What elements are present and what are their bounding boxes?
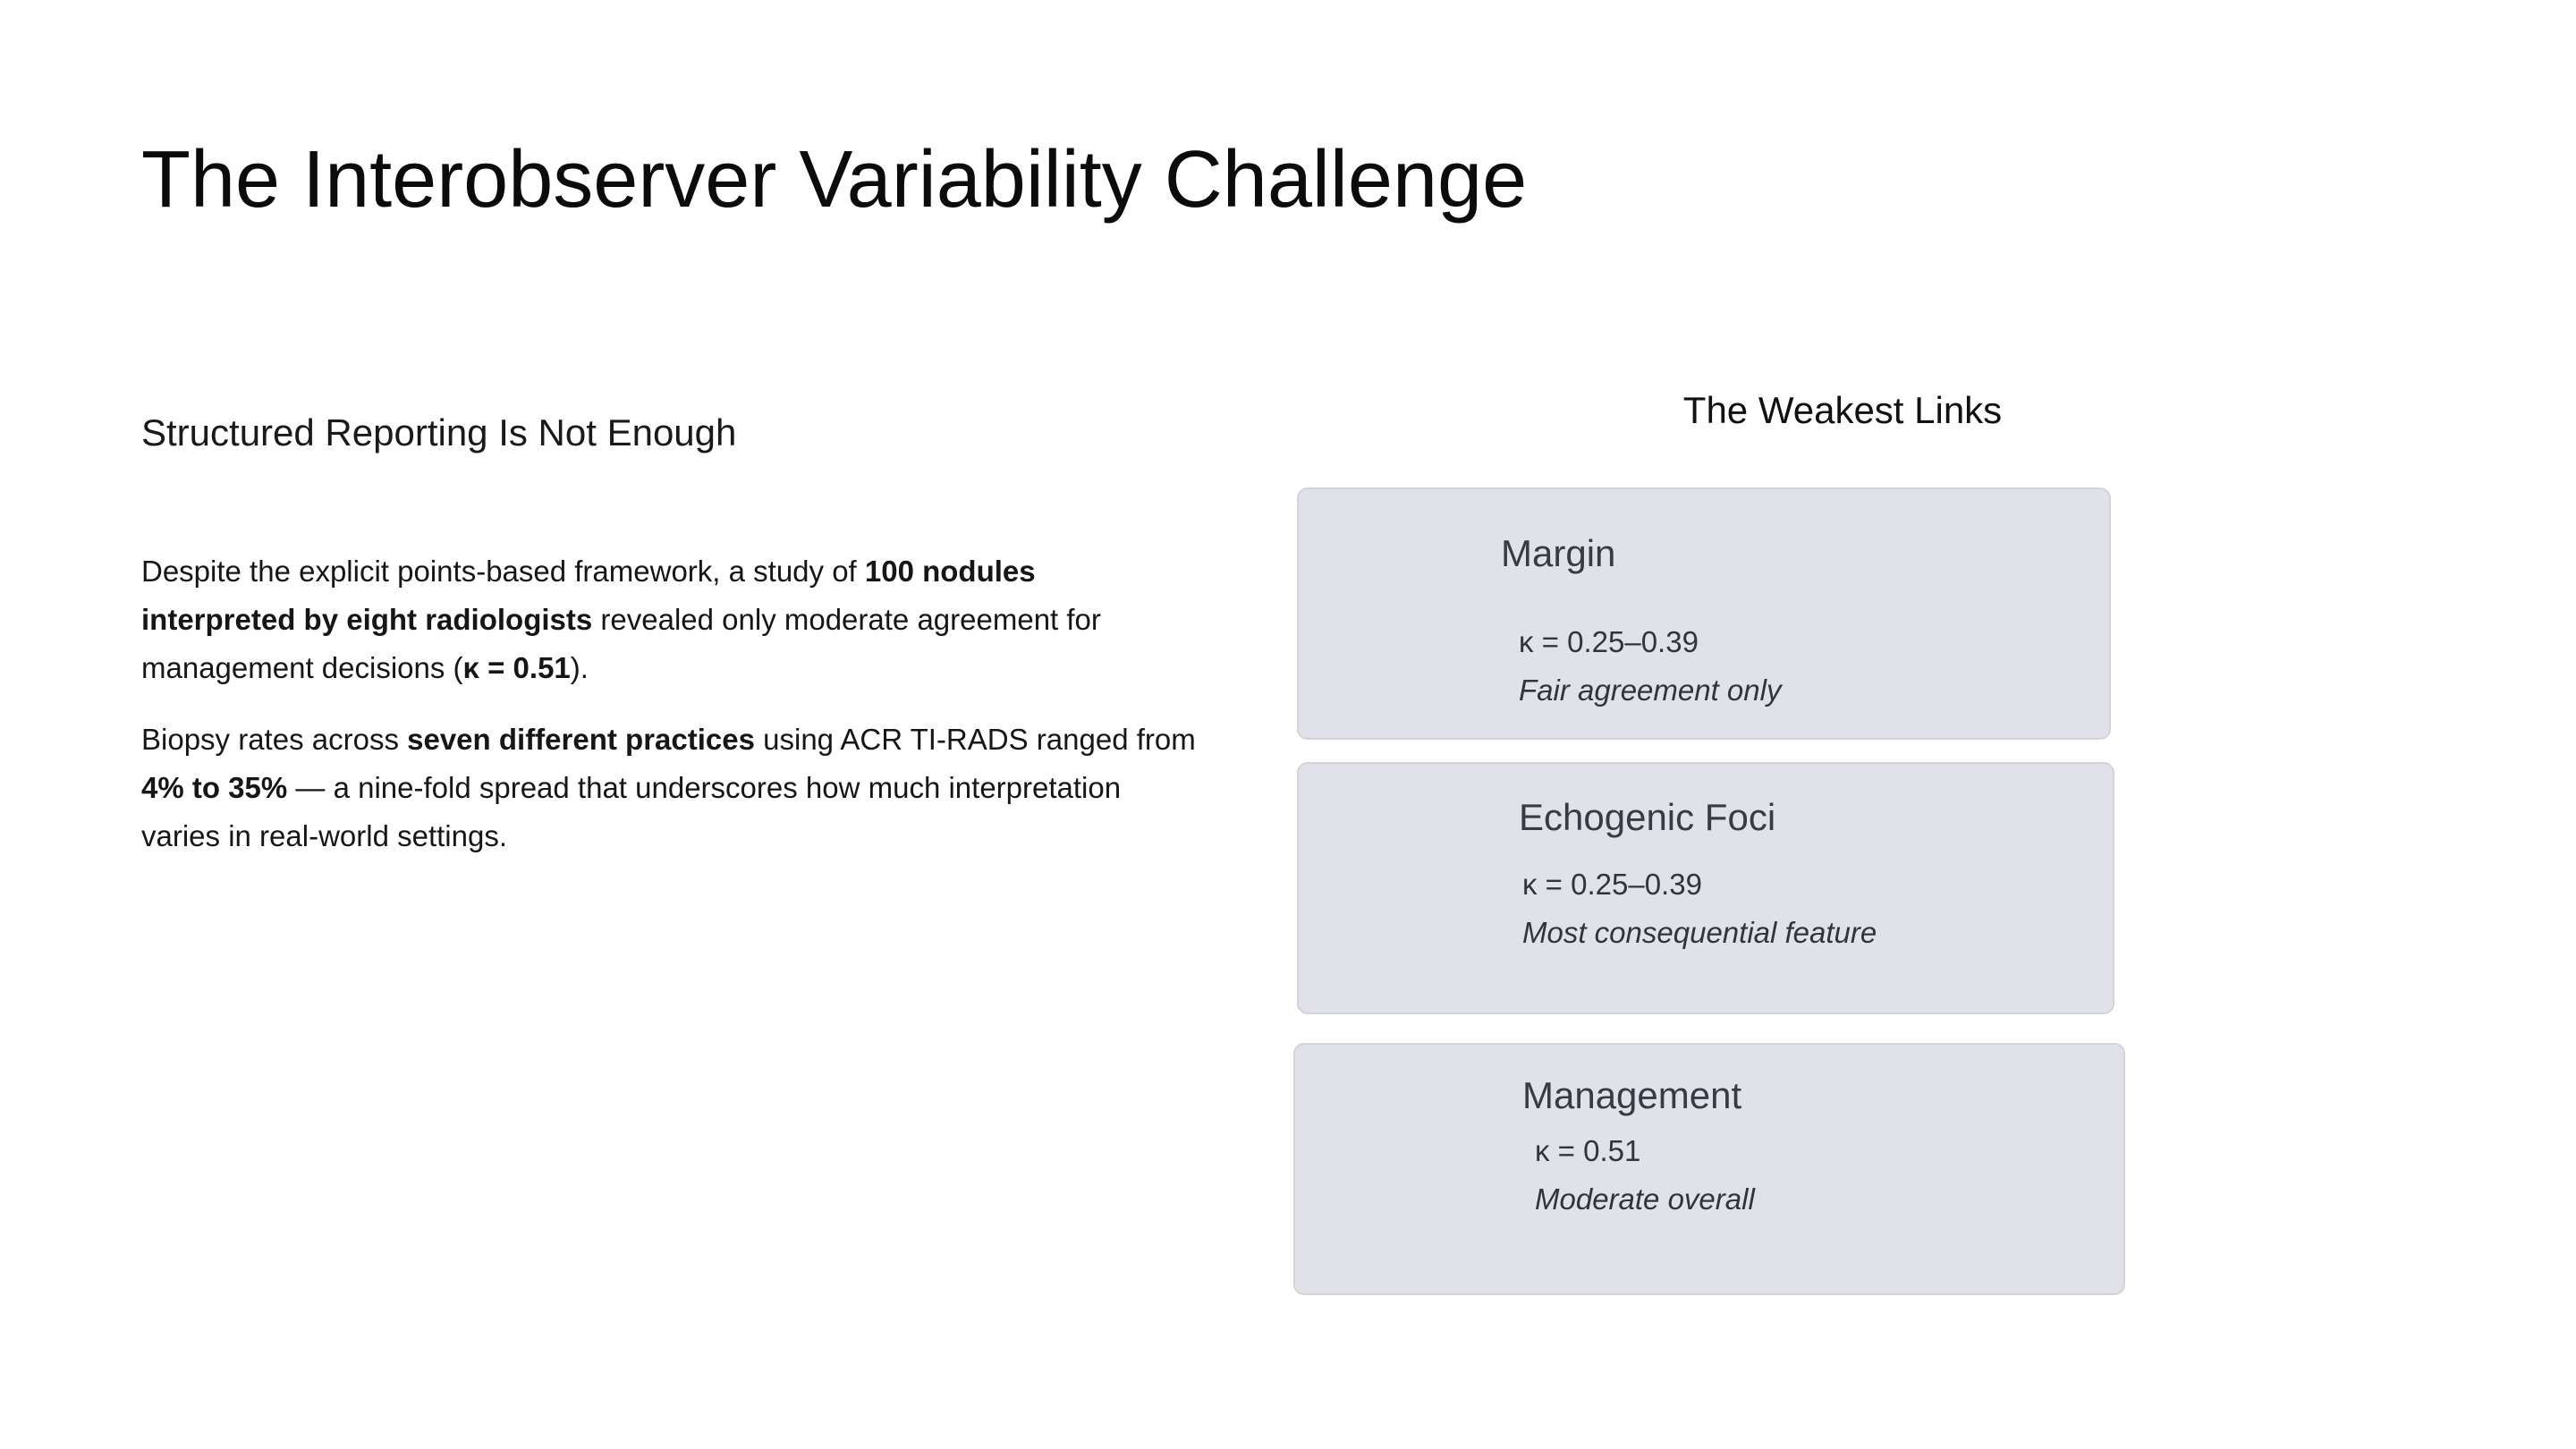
card-kappa: κ = 0.51 <box>1535 1134 1641 1167</box>
card-note: Moderate overall <box>1535 1182 1755 1216</box>
emphasis-kappa: κ = 0.51 <box>462 651 571 684</box>
card-management: Management κ = 0.51 Moderate overall <box>1293 1043 2125 1295</box>
paragraph-text: ). <box>570 651 589 684</box>
paragraph-text: Biopsy rates across <box>141 723 408 756</box>
card-kappa: κ = 0.25–0.39 <box>1522 868 1702 901</box>
body-text: Despite the explicit points-based framew… <box>141 547 1197 884</box>
paragraph-text: revealed only moderate agreement for man… <box>141 603 1101 684</box>
card-echogenic-foci: Echogenic Foci κ = 0.25–0.39 Most conseq… <box>1297 762 2114 1014</box>
card-margin: Margin κ = 0.25–0.39 Fair agreement only <box>1297 487 2111 740</box>
card-title: Management <box>1522 1074 1742 1116</box>
card-title: Echogenic Foci <box>1519 796 1776 838</box>
emphasis-range: 4% to 35% <box>141 771 288 804</box>
card-title: Margin <box>1501 532 1616 574</box>
paragraph-text: Despite the explicit points-based framew… <box>141 555 865 588</box>
card-note: Most consequential feature <box>1522 916 1877 949</box>
card-kappa: κ = 0.25–0.39 <box>1519 625 1699 658</box>
paragraph-study: Despite the explicit points-based framew… <box>141 547 1197 692</box>
paragraph-biopsy: Biopsy rates across seven different prac… <box>141 716 1197 860</box>
section-subtitle: Structured Reporting Is Not Enough <box>141 411 737 453</box>
emphasis-study-size: 100 nodules interpreted by eight radiolo… <box>141 555 1036 636</box>
paragraph-text: — a nine-fold spread that underscores ho… <box>141 771 1122 852</box>
slide-title: The Interobserver Variability Challenge <box>141 135 1528 225</box>
emphasis-practices: seven different practices <box>407 723 755 756</box>
paragraph-text: using ACR TI-RADS ranged from <box>754 723 1196 756</box>
weakest-links-heading: The Weakest Links <box>1682 389 2003 431</box>
card-note: Fair agreement only <box>1519 674 1782 707</box>
